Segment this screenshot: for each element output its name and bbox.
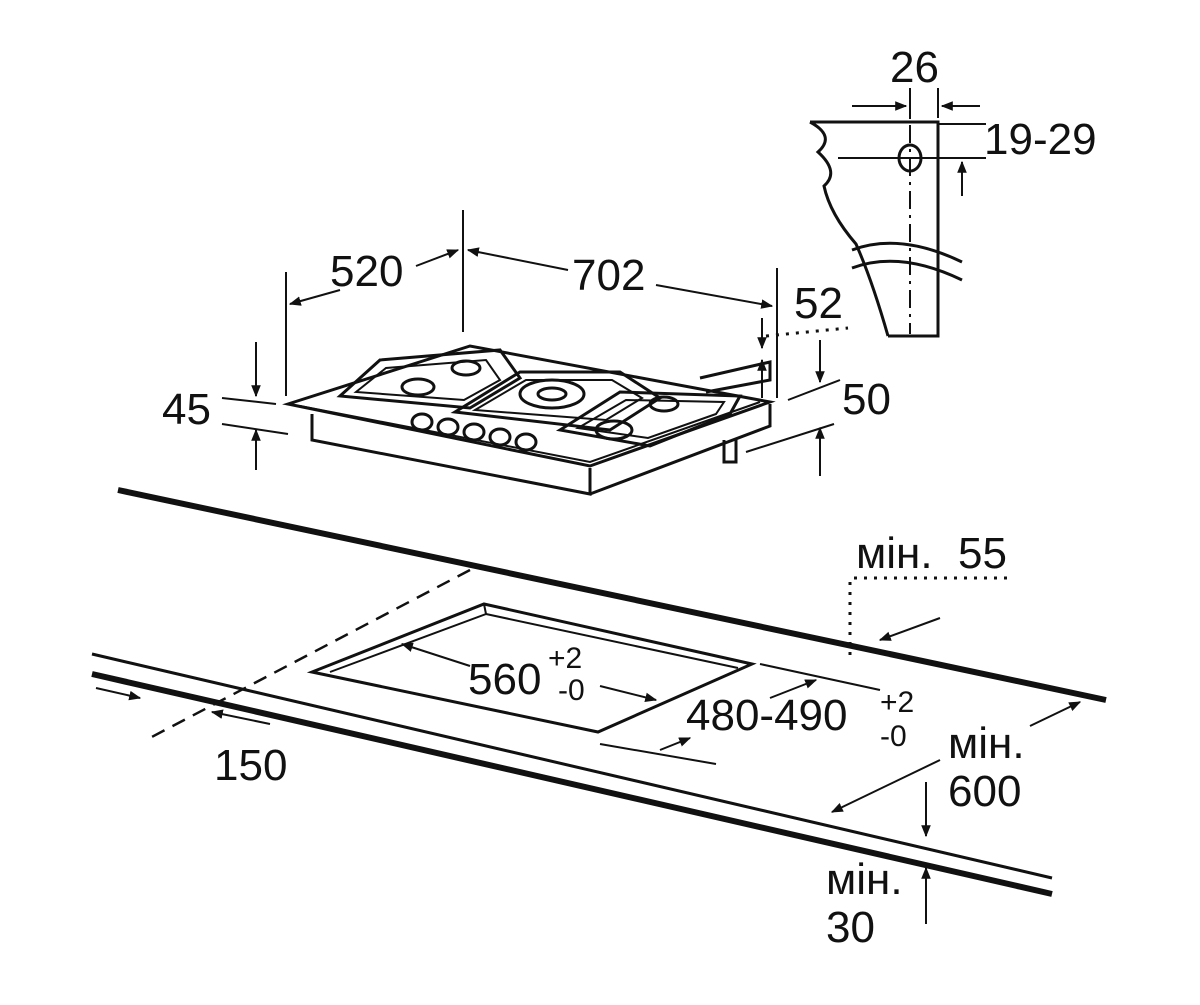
label-front-clearance: 600	[948, 767, 1021, 816]
label-height: 45	[162, 385, 211, 434]
label-rear-prefix: мін.	[856, 529, 933, 578]
label-connector-height: 50	[842, 375, 891, 424]
hob-burners	[400, 359, 680, 441]
dimension-labels: 520 702 45 52 50 26 19-29 560 +2 -0 480-…	[162, 43, 1097, 952]
hob-drawing	[282, 344, 776, 496]
gas-connector-detail	[809, 88, 986, 338]
label-rear-clearance: 55	[958, 529, 1007, 578]
label-below-prefix: мін.	[826, 855, 903, 904]
hob-dimension-lines	[221, 210, 849, 476]
label-cutout-depth: 480-490	[686, 691, 847, 740]
label-cutout-depth-tol-minus: -0	[880, 720, 907, 753]
label-front-prefix: мін.	[948, 719, 1025, 768]
label-connector-range: 19-29	[984, 115, 1097, 164]
label-connector-offset: 52	[794, 279, 843, 328]
countertop-drawing	[91, 487, 1107, 924]
label-below-clearance: 30	[826, 903, 875, 952]
label-cutout-width: 560	[468, 655, 541, 704]
label-side-clearance: 150	[214, 741, 287, 790]
label-connector-width: 26	[890, 43, 939, 92]
hob-knobs	[410, 412, 538, 452]
label-cutout-depth-tol-plus: +2	[880, 686, 914, 719]
label-cutout-width-tol-plus: +2	[548, 642, 582, 675]
hob-grates	[336, 348, 743, 448]
label-depth: 520	[330, 247, 403, 296]
label-width: 702	[572, 251, 645, 300]
label-cutout-width-tol-minus: -0	[558, 674, 585, 707]
